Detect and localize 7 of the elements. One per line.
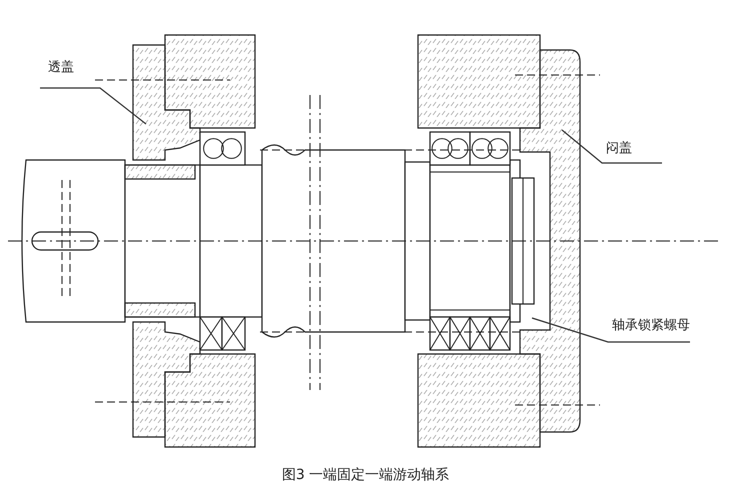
part-label: 透盖 [48,60,74,76]
leader-line [532,317,690,343]
part-label: 轴承锁紧螺母 [612,318,690,334]
leader-line [562,130,662,164]
leader-line [40,87,146,124]
part-label: 闷盖 [606,141,632,157]
caption: 图3 一端固定一端游动轴系 [282,467,450,483]
